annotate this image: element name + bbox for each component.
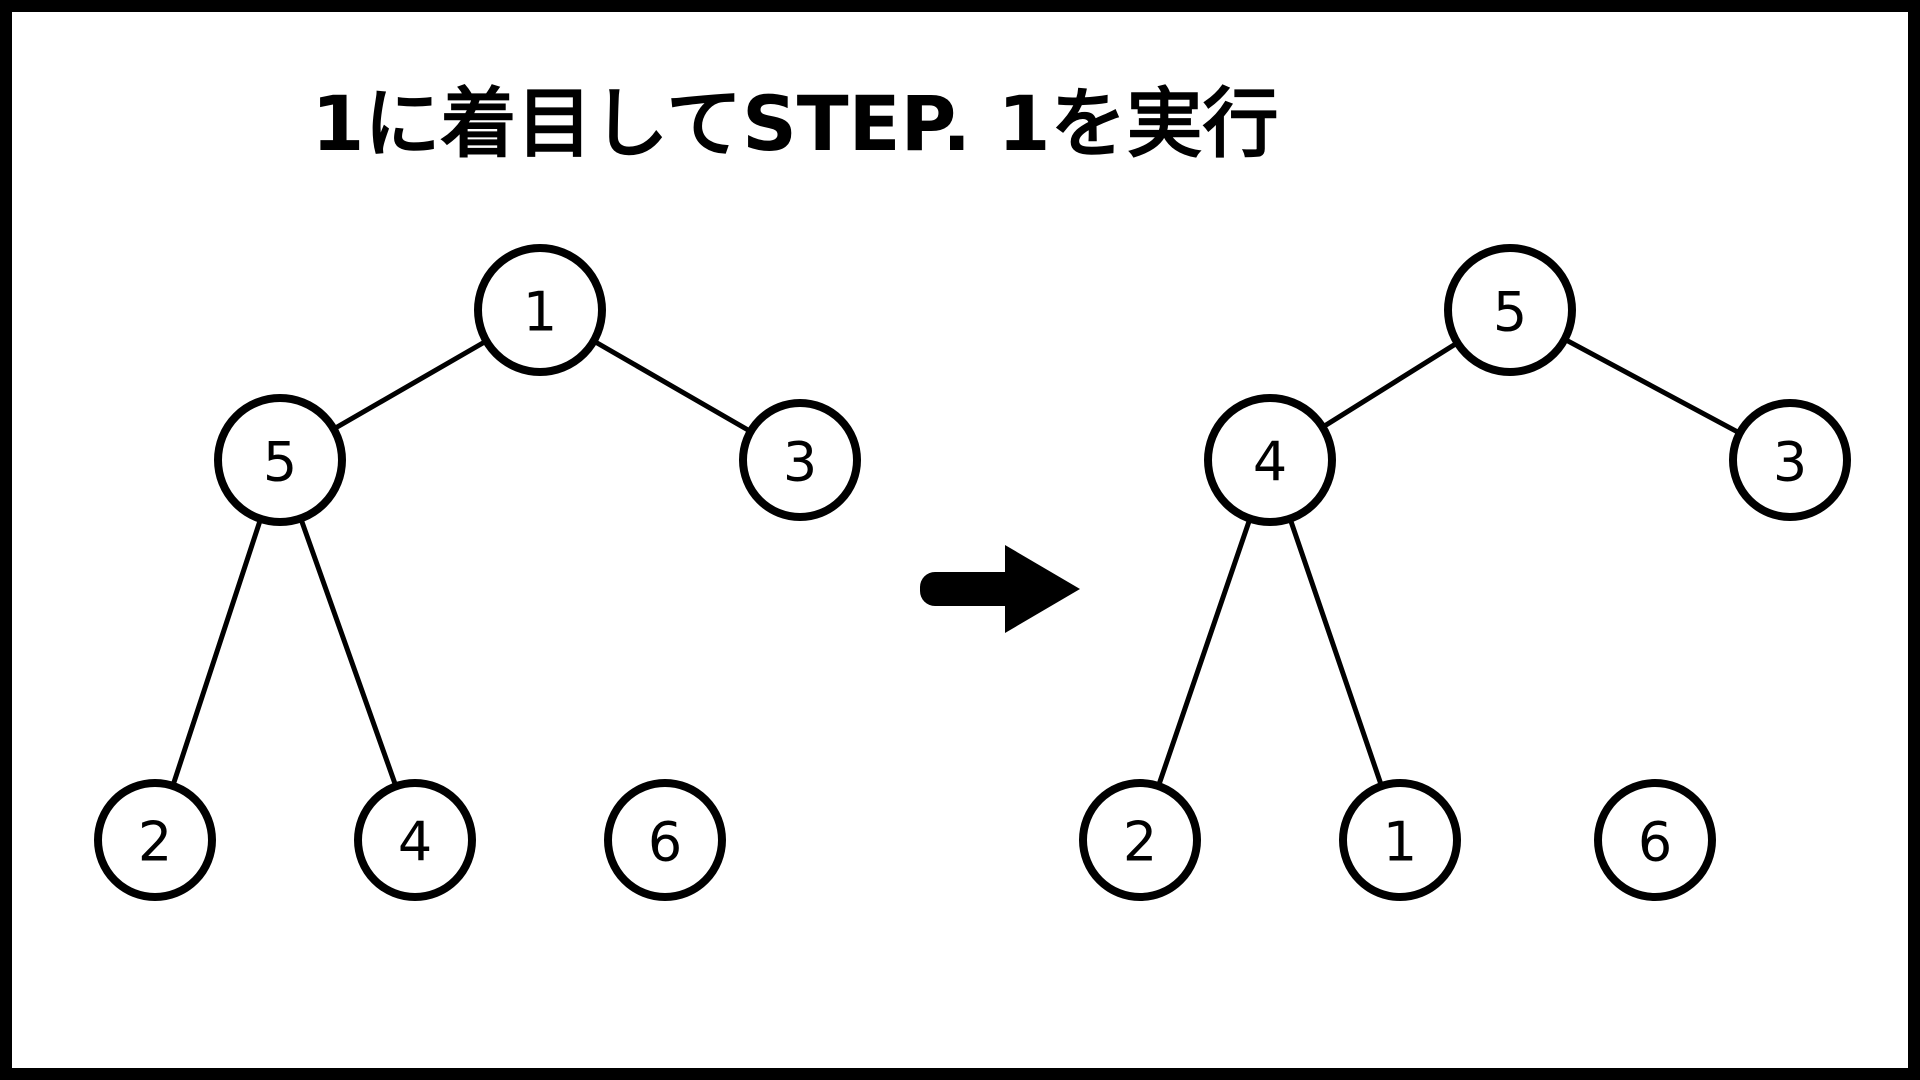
tree-node-label: 1	[523, 281, 557, 344]
tree-node-label: 3	[1773, 431, 1807, 494]
tree-edge	[589, 337, 755, 436]
tree-node-circle	[354, 779, 476, 901]
tree-node-label: 2	[1123, 811, 1157, 874]
tree-node[interactable]: 6	[1594, 779, 1716, 901]
tree-node-label: 6	[648, 811, 682, 874]
tree-node[interactable]: 1	[1339, 779, 1461, 901]
tree-node[interactable]: 4	[1204, 394, 1336, 526]
tree-node[interactable]: 2	[1079, 779, 1201, 901]
tree-node-label: 6	[1638, 811, 1672, 874]
tree-node[interactable]: 5	[1444, 244, 1576, 376]
tree-node[interactable]: 3	[739, 399, 861, 521]
tree-node-label: 1	[1383, 811, 1417, 874]
tree-edge	[1155, 514, 1254, 791]
tree-node[interactable]: 5	[214, 394, 346, 526]
page-title: 1に着目してSTEP. 1を実行	[311, 79, 1279, 168]
tree-node-circle	[739, 399, 861, 521]
tree-node-circle	[1204, 394, 1336, 526]
arrow-right-icon	[920, 545, 1080, 633]
tree-node-label: 2	[138, 811, 172, 874]
tree-node-circle	[1079, 779, 1201, 901]
before-tree-nodes: 1 5 3 2 4 6	[94, 244, 861, 901]
tree-edge	[169, 514, 264, 791]
tree-node-circle	[214, 394, 346, 526]
tree-node-circle	[94, 779, 216, 901]
tree-node[interactable]: 6	[604, 779, 726, 901]
tree-node-label: 5	[263, 431, 297, 494]
tree-node-label: 4	[398, 811, 432, 874]
tree-edge	[297, 514, 400, 791]
tree-node[interactable]: 4	[354, 779, 476, 901]
after-tree-nodes: 5 4 3 2 1 6	[1079, 244, 1851, 901]
tree-node[interactable]: 1	[474, 244, 606, 376]
tree-node-circle	[474, 244, 606, 376]
tree-node-circle	[1339, 779, 1461, 901]
tree-edge	[1318, 339, 1462, 431]
tree-node-circle	[1444, 244, 1576, 376]
tree-edge	[1286, 514, 1385, 791]
tree-node-circle	[1729, 399, 1851, 521]
tree-edge	[1560, 335, 1745, 437]
tree-edge	[329, 337, 491, 433]
after-tree-edges	[1155, 335, 1745, 791]
tree-node-label: 5	[1493, 281, 1527, 344]
before-tree-edges	[169, 337, 755, 791]
tree-node-label: 4	[1253, 431, 1287, 494]
tree-node[interactable]: 2	[94, 779, 216, 901]
tree-node-circle	[604, 779, 726, 901]
tree-node-circle	[1594, 779, 1716, 901]
tree-node-label: 3	[783, 431, 817, 494]
tree-node[interactable]: 3	[1729, 399, 1851, 521]
